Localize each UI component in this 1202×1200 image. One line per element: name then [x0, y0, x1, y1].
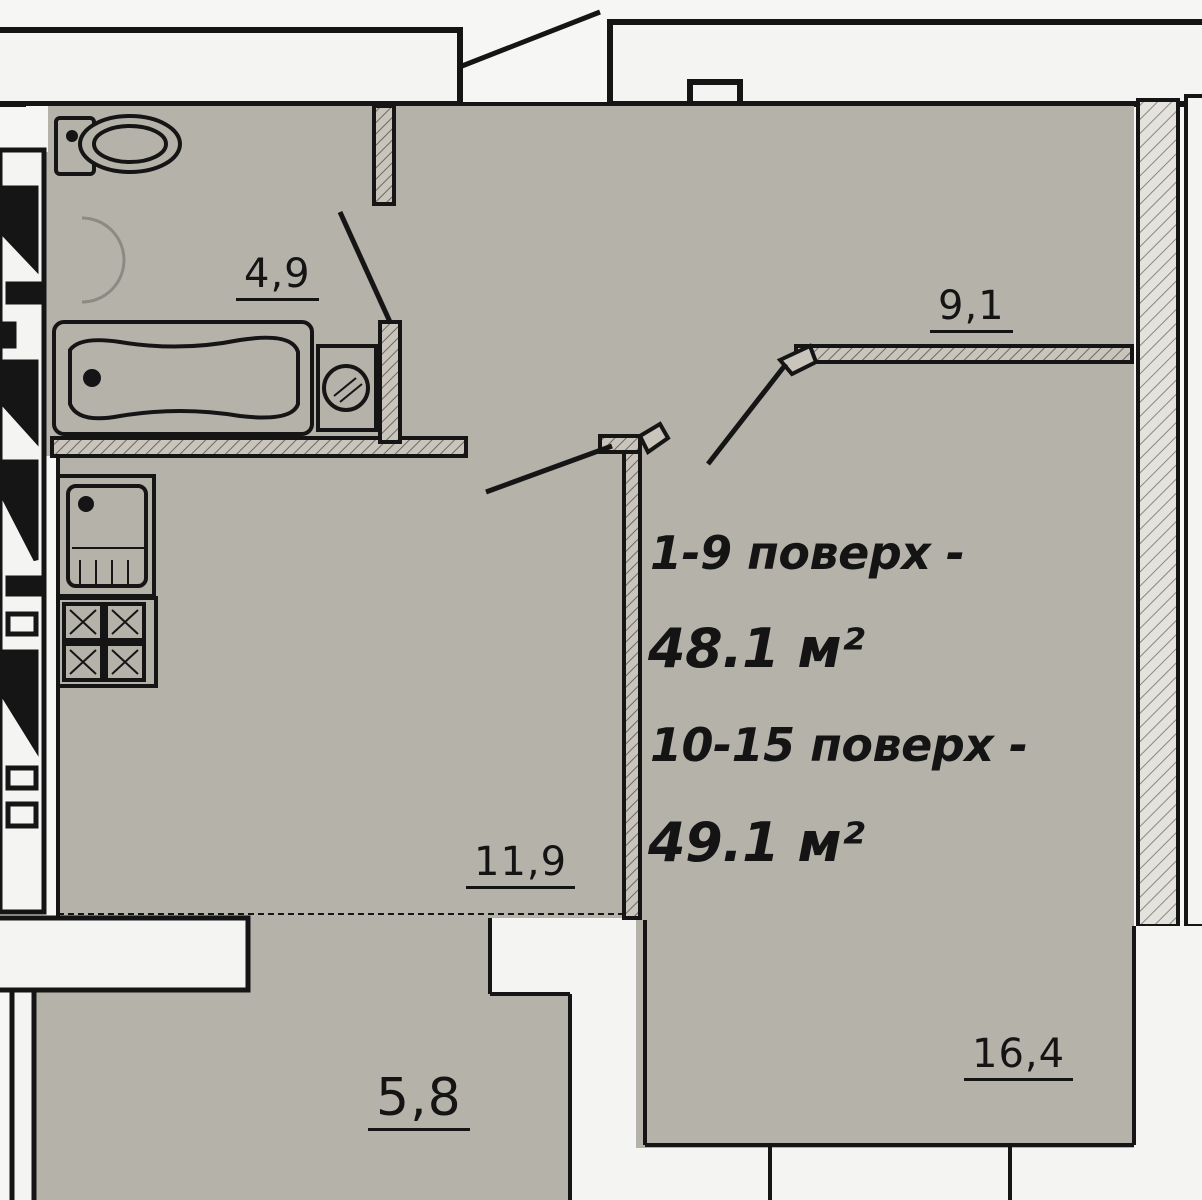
outline [26, 102, 1138, 916]
floors-10-15-label: 10-15 поверх - [650, 718, 1028, 772]
bathroom-area-label: 4,9 [236, 252, 319, 301]
right-wall [1136, 98, 1180, 928]
living-room-area-label: 16,4 [964, 1032, 1074, 1081]
floors-1-9-area: 48.1 м² [648, 617, 865, 680]
door-swing-icon [337, 210, 788, 495]
top-walls [0, 19, 1202, 107]
balcony-area-label: 5,8 [368, 1070, 470, 1131]
floors-10-15-area: 49.1 м² [648, 811, 865, 874]
bathtub-icon [52, 320, 314, 436]
wall-corner [776, 343, 819, 377]
kitchen-area-label: 11,9 [466, 840, 576, 889]
floors-1-9-label: 1-9 поверх - [650, 526, 965, 580]
living-room-upper-area-label: 9,1 [930, 284, 1013, 333]
bottom-walls [0, 915, 1202, 1200]
interior-walls [50, 104, 1134, 920]
toilet-icon [54, 114, 182, 176]
stove-icon [56, 596, 158, 688]
left-wall [0, 147, 47, 915]
window-line-top [461, 9, 601, 69]
washing-machine-icon [316, 344, 378, 432]
sink-icon [56, 474, 156, 598]
